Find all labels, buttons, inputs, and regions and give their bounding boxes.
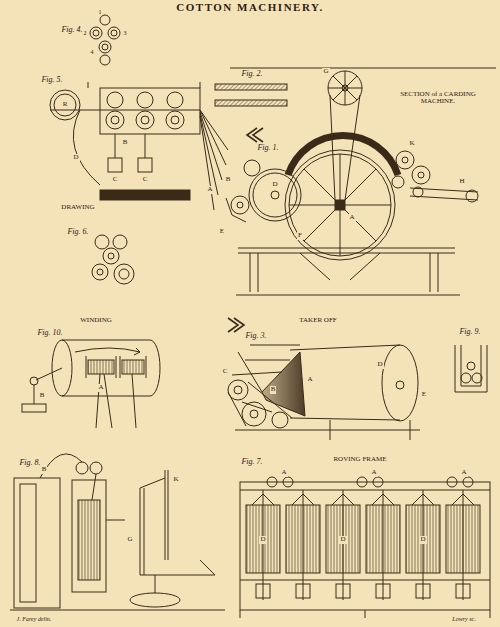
callout-letter: A [97,384,104,391]
chevron [247,128,263,142]
callout-letter: B [225,176,232,183]
figure-label: Fig. 2. [240,70,263,78]
caption-label: TAKER OFF [298,317,337,324]
callout-letter: 2 [83,30,88,36]
callout-letter: D [271,181,278,188]
callout-letter: G [322,68,329,75]
callout-letter: B [39,392,46,399]
chevron [228,318,244,332]
callout-letter: F [297,232,303,239]
figure-label: Fig. 8. [18,459,41,467]
callout-letter: 1 [98,9,103,15]
figure-label: Fig. 1. [256,144,279,152]
fig9-rollers [455,345,487,392]
callout-letter: A [460,469,467,476]
caption-label: SECTION of a CARDING MACHINE. [385,91,492,106]
callout-letter: B [41,466,48,473]
callout-letter: H [458,178,465,185]
figure-label: Fig. 9. [458,328,481,336]
callout-letter: D [72,154,79,161]
callout-letter: 4 [90,49,95,55]
figure-label: Fig. 6. [66,228,89,236]
figure-label: Fig. 3. [244,332,267,340]
callout-letter: B [122,139,129,146]
fig4-rollers [90,15,120,65]
winding-drum [22,340,160,428]
callout-letter: C [112,176,119,183]
callout-letter: R [62,101,69,108]
callout-letter: D [376,361,383,368]
callout-letter: D [259,536,266,543]
callout-letter: D [419,536,426,543]
caption-label: WINDING [79,317,113,324]
taker-off [228,345,420,440]
figure-label: Fig. 4. [60,26,83,34]
callout-letter: G [126,536,133,543]
callout-letter: C [142,176,149,183]
callout-letter: A [348,214,355,221]
figure-label: Fig. 5. [40,76,63,84]
caption-label: DRAWING [60,204,95,211]
callout-letter: C [222,368,229,375]
callout-letter: A [280,469,287,476]
plate-title: COTTON MACHINERY. [176,1,323,13]
callout-letter: E [421,391,427,398]
callout-letter: D [339,536,346,543]
roving-frame [240,477,490,618]
callout-letter: A [370,469,377,476]
fig8-machine [10,454,225,610]
callout-letter: E [219,228,225,235]
callout-letter: B [270,386,277,393]
caption-label: ROVING FRAME [332,456,387,463]
figure-label: Fig. 10. [36,329,63,337]
fig5-drawing-frame [50,82,228,210]
carding-machine [226,68,496,295]
fig6-rollers [92,235,134,284]
callout-letter: K [172,476,179,483]
fig2-cards [215,84,287,106]
figure-label: J. Farey delin. [16,616,53,622]
figure-label: Lowry sc. [451,616,476,622]
callout-letter: A [306,376,313,383]
callout-letter: 3 [123,30,128,36]
figure-label: Fig. 7. [240,458,263,466]
callout-letter: A [206,186,213,193]
callout-letter: K [408,140,415,147]
